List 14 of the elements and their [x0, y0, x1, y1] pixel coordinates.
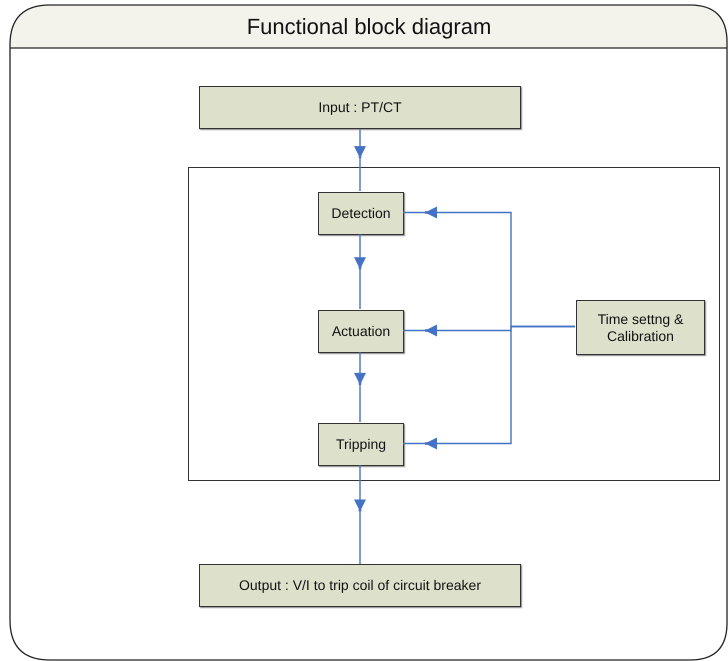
node-label: Input : PT/CT	[318, 99, 402, 116]
enclosure-box	[188, 167, 720, 481]
node-label: Tripping	[336, 436, 386, 453]
node-label: Actuation	[332, 323, 390, 340]
node-label: Detection	[331, 205, 391, 222]
output-box	[199, 564, 521, 607]
node-label: Time settng & Calibration	[596, 310, 684, 344]
input-box	[199, 86, 521, 129]
diagram-title: Functional block diagram	[246, 14, 492, 40]
process-box	[318, 423, 404, 466]
settings-box	[576, 300, 705, 355]
node-label: Output : V/I to trip coil of circuit breaker	[239, 577, 481, 594]
process-box	[318, 310, 404, 353]
process-box	[318, 192, 404, 235]
